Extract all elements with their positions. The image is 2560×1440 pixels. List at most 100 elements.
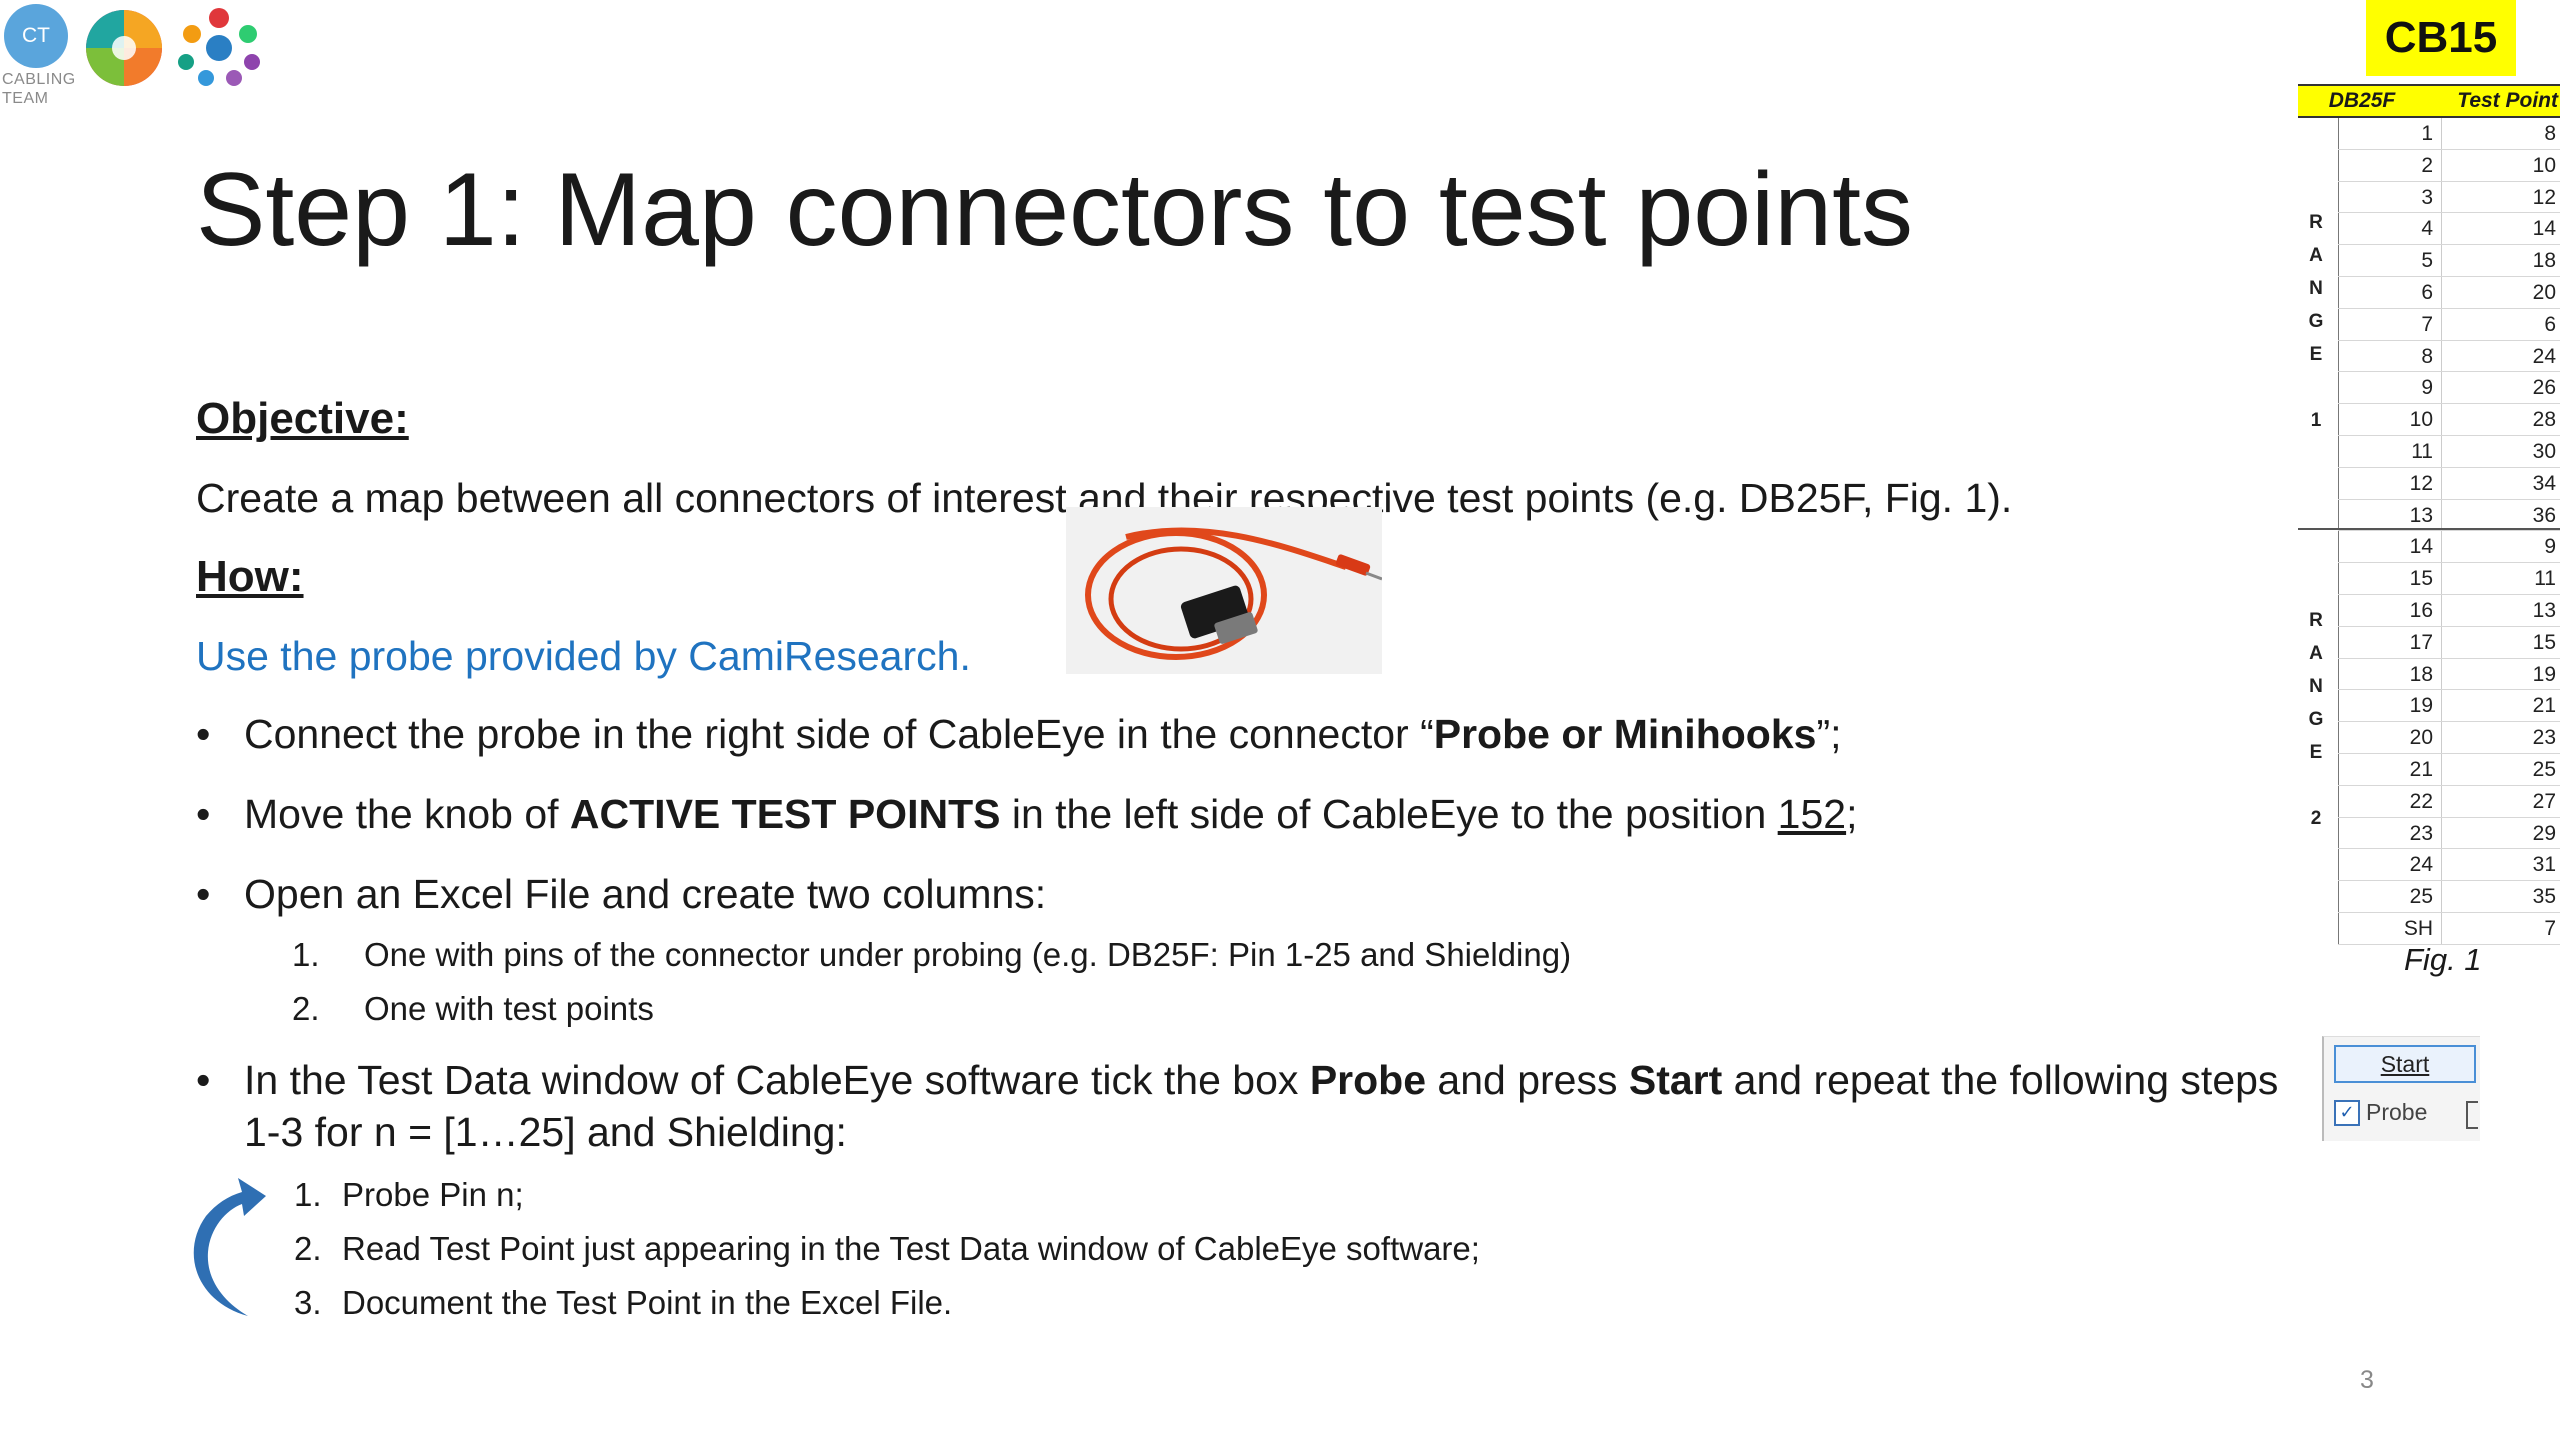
- pin-cell: 14: [2338, 531, 2442, 564]
- list-text: Document the Test Point in the Excel Fil…: [342, 1284, 953, 1321]
- pin-cell: 18: [2338, 658, 2442, 691]
- table-row: 5 18: [2298, 245, 2560, 277]
- test-point-cell: 8: [2544, 122, 2556, 145]
- logo-caption-line1: CABLING: [2, 71, 76, 88]
- pin-cell: 21: [2338, 753, 2442, 786]
- text-run: Move the knob of: [244, 791, 570, 837]
- text-run: and press: [1426, 1057, 1629, 1103]
- page-title: Step 1: Map connectors to test points: [196, 152, 1913, 268]
- test-point-cell: 14: [2532, 217, 2556, 241]
- pin-cell: 5: [2338, 245, 2442, 277]
- text-run: and repeat the following steps 1-3 for n…: [244, 1057, 2279, 1155]
- pin-cell: 24: [2338, 849, 2442, 882]
- bullet-glyph: •: [196, 711, 211, 757]
- logo-caption: CABLING TEAM: [2, 70, 76, 108]
- list-item: 1. One with pins of the connector under …: [292, 934, 1992, 976]
- test-point-cell: 12: [2532, 185, 2556, 209]
- bullet-text: Connect the probe in the right side of C…: [244, 708, 1841, 760]
- test-point-cell: 13: [2532, 598, 2556, 622]
- test-point-cell: 26: [2532, 376, 2556, 400]
- text-run: in the left side of CableEye to the posi…: [1000, 791, 1778, 837]
- checkbox-icon[interactable]: ✓: [2334, 1099, 2360, 1126]
- bullet-move-knob: • Move the knob of ACTIVE TEST POINTS in…: [196, 788, 2296, 840]
- partial-control-edge: [2466, 1101, 2478, 1129]
- pin-cell: 17: [2338, 626, 2442, 659]
- pin-cell: 7: [2338, 308, 2442, 341]
- pin-cell: 11: [2338, 435, 2442, 468]
- pin-cell: 13: [2338, 499, 2442, 532]
- pin-cell: 15: [2338, 563, 2442, 595]
- cabling-team-logo: CT: [4, 4, 68, 68]
- table-row: 4 14: [2298, 213, 2560, 246]
- pin-cell: SH: [2338, 912, 2442, 945]
- pin-cell: 12: [2338, 467, 2442, 500]
- how-heading: How:: [196, 552, 304, 601]
- bullet-text: In the Test Data window of CableEye soft…: [244, 1054, 2324, 1158]
- list-item: 2. One with test points: [292, 988, 1992, 1030]
- pin-cell: 16: [2338, 594, 2442, 627]
- range-letter: 2: [2310, 808, 2322, 829]
- test-point-cell: 23: [2532, 726, 2556, 750]
- pin-cell: 20: [2338, 722, 2442, 754]
- list-number: 2.: [292, 990, 320, 1027]
- figure-caption: Fig. 1: [2404, 942, 2482, 977]
- text-run: ”;: [1816, 711, 1842, 757]
- range-letter: E: [2309, 344, 2323, 365]
- test-point-cell: 31: [2532, 853, 2556, 877]
- pin-cell: 4: [2338, 213, 2442, 246]
- bullet-test-data: • In the Test Data window of CableEye so…: [196, 1054, 2336, 1162]
- test-point-cell: 11: [2534, 567, 2556, 591]
- underline-run: 152: [1777, 791, 1847, 837]
- pin-cell: 10: [2338, 404, 2442, 436]
- list-text: Probe Pin n;: [342, 1176, 524, 1213]
- text-run: Connect the probe in the right side of C…: [244, 711, 1434, 757]
- range-letter: G: [2308, 311, 2324, 332]
- test-point-cell: 19: [2532, 662, 2556, 686]
- table-row: 9 26: [2298, 372, 2560, 405]
- range-letter: [2304, 769, 2328, 802]
- test-point-cell: 36: [2532, 503, 2556, 527]
- start-button[interactable]: Start: [2334, 1045, 2476, 1083]
- bold-run: Probe or Minihooks: [1433, 711, 1817, 757]
- list-text: One with test points: [364, 990, 654, 1027]
- range-letter: R: [2309, 212, 2323, 233]
- pin-cell: 23: [2338, 817, 2442, 850]
- list-number: 3.: [294, 1284, 322, 1321]
- table-row: 23 29: [2298, 817, 2560, 850]
- text-run: ;: [1846, 791, 1858, 837]
- list-text: One with pins of the connector under pro…: [364, 936, 1572, 973]
- table-row: 14 9: [2298, 531, 2560, 564]
- test-point-cell: 18: [2532, 249, 2556, 273]
- cb15-badge: CB15: [2366, 0, 2516, 76]
- test-point-cell: 34: [2532, 471, 2556, 495]
- bullet-open-excel: • Open an Excel File and create two colu…: [196, 868, 2296, 920]
- range-letter: A: [2309, 643, 2323, 664]
- range-letter: N: [2309, 278, 2323, 299]
- pin-cell: 9: [2338, 372, 2442, 405]
- test-point-cell: 15: [2532, 630, 2556, 654]
- test-point-cell: 10: [2532, 153, 2556, 177]
- test-point-cell: 29: [2532, 821, 2556, 845]
- bullet-text: Move the knob of ACTIVE TEST POINTS in t…: [244, 788, 1858, 840]
- test-point-cell: 20: [2532, 280, 2556, 304]
- pin-cell: 19: [2338, 690, 2442, 723]
- text-run: In the Test Data window of CableEye soft…: [244, 1057, 1310, 1103]
- curved-repeat-arrow-icon: [193, 1178, 266, 1316]
- test-point-cell: 9: [2544, 535, 2556, 559]
- test-point-cell: 25: [2532, 757, 2556, 781]
- molecule-dots-logo-icon: [178, 8, 260, 86]
- test-point-cell: 21: [2532, 694, 2556, 718]
- test-point-cell: 27: [2532, 789, 2556, 813]
- probe-checkbox[interactable]: ✓ Probe: [2334, 1099, 2427, 1126]
